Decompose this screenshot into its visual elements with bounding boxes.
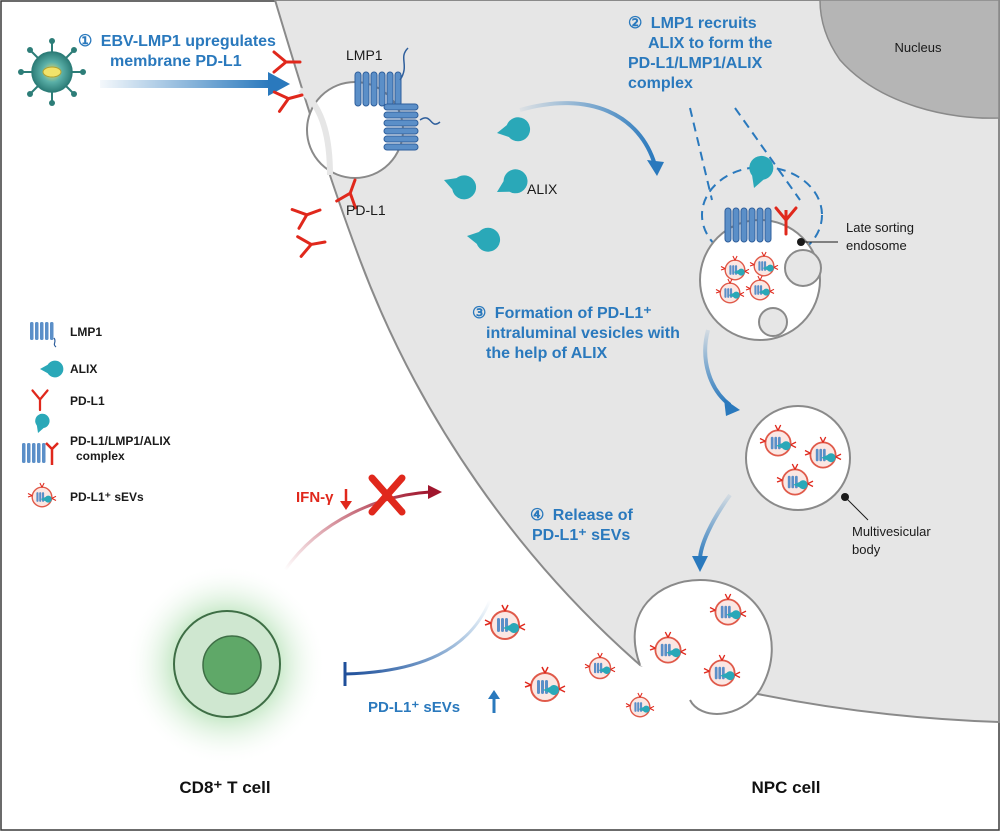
npc-label: NPC cell: [752, 778, 821, 797]
legend-complex-icon: [22, 411, 59, 465]
inhibition-arc: [344, 599, 492, 676]
step4-text: ④ Release of PD-L1⁺ sEVs: [530, 507, 637, 544]
nucleus: [819, 0, 1000, 119]
arrow-to-endosome: [519, 101, 657, 166]
mvb-label-1: Multivesicular: [852, 524, 931, 539]
arrow-to-release: [698, 493, 732, 561]
pdl1-lmp1-alix-complex: [724, 152, 798, 243]
legend-pdl1-label: PD-L1: [70, 394, 105, 408]
alix-label: ALIX: [527, 181, 558, 197]
ifn-arrow: [283, 490, 431, 571]
lmp1-label: LMP1: [346, 47, 383, 63]
late-sorting-label-2: endosome: [846, 238, 907, 253]
legend-complex-label-2: complex: [76, 449, 125, 463]
legend-lmp1-icon: [30, 322, 57, 348]
zoom-circle: [701, 166, 823, 264]
virus-icon: [18, 38, 86, 106]
mvb-label-2: body: [852, 542, 881, 557]
step1-arrow-head: [268, 72, 290, 96]
cd8-t-cell: [126, 565, 326, 765]
late-sorting-label-1: Late sorting: [846, 220, 914, 235]
step3-text: ③ Formation of PD-L1⁺ intraluminal vesic…: [472, 305, 684, 362]
sevs-bottom-label: PD-L1⁺ sEVs: [368, 699, 460, 716]
legend-alix-label: ALIX: [70, 362, 97, 376]
lmp1-protein: [354, 47, 441, 151]
legend-sevs-label: PD-L1⁺ sEVs: [70, 490, 144, 504]
nucleus-label: Nucleus: [895, 40, 942, 55]
legend-lmp1-label: LMP1: [70, 325, 102, 339]
block-x-icon: [368, 474, 406, 516]
legend-complex-label-1: PD-L1/LMP1/ALIX: [70, 434, 171, 448]
legend: LMP1 ALIX PD-L1 PD-L1/LMP1/ALIX complex …: [22, 322, 171, 508]
pdl1-label: PD-L1: [346, 202, 386, 218]
step1-text: ① EBV-LMP1 upregulates membrane PD-L1: [78, 33, 280, 70]
cd8-label: CD8⁺ T cell: [179, 778, 270, 797]
step2-text: ② LMP1 recruits ALIX to form the PD-L1/L…: [628, 15, 777, 92]
step1-arrow-shaft: [100, 80, 270, 88]
ifn-label: IFN-γ: [296, 489, 334, 506]
